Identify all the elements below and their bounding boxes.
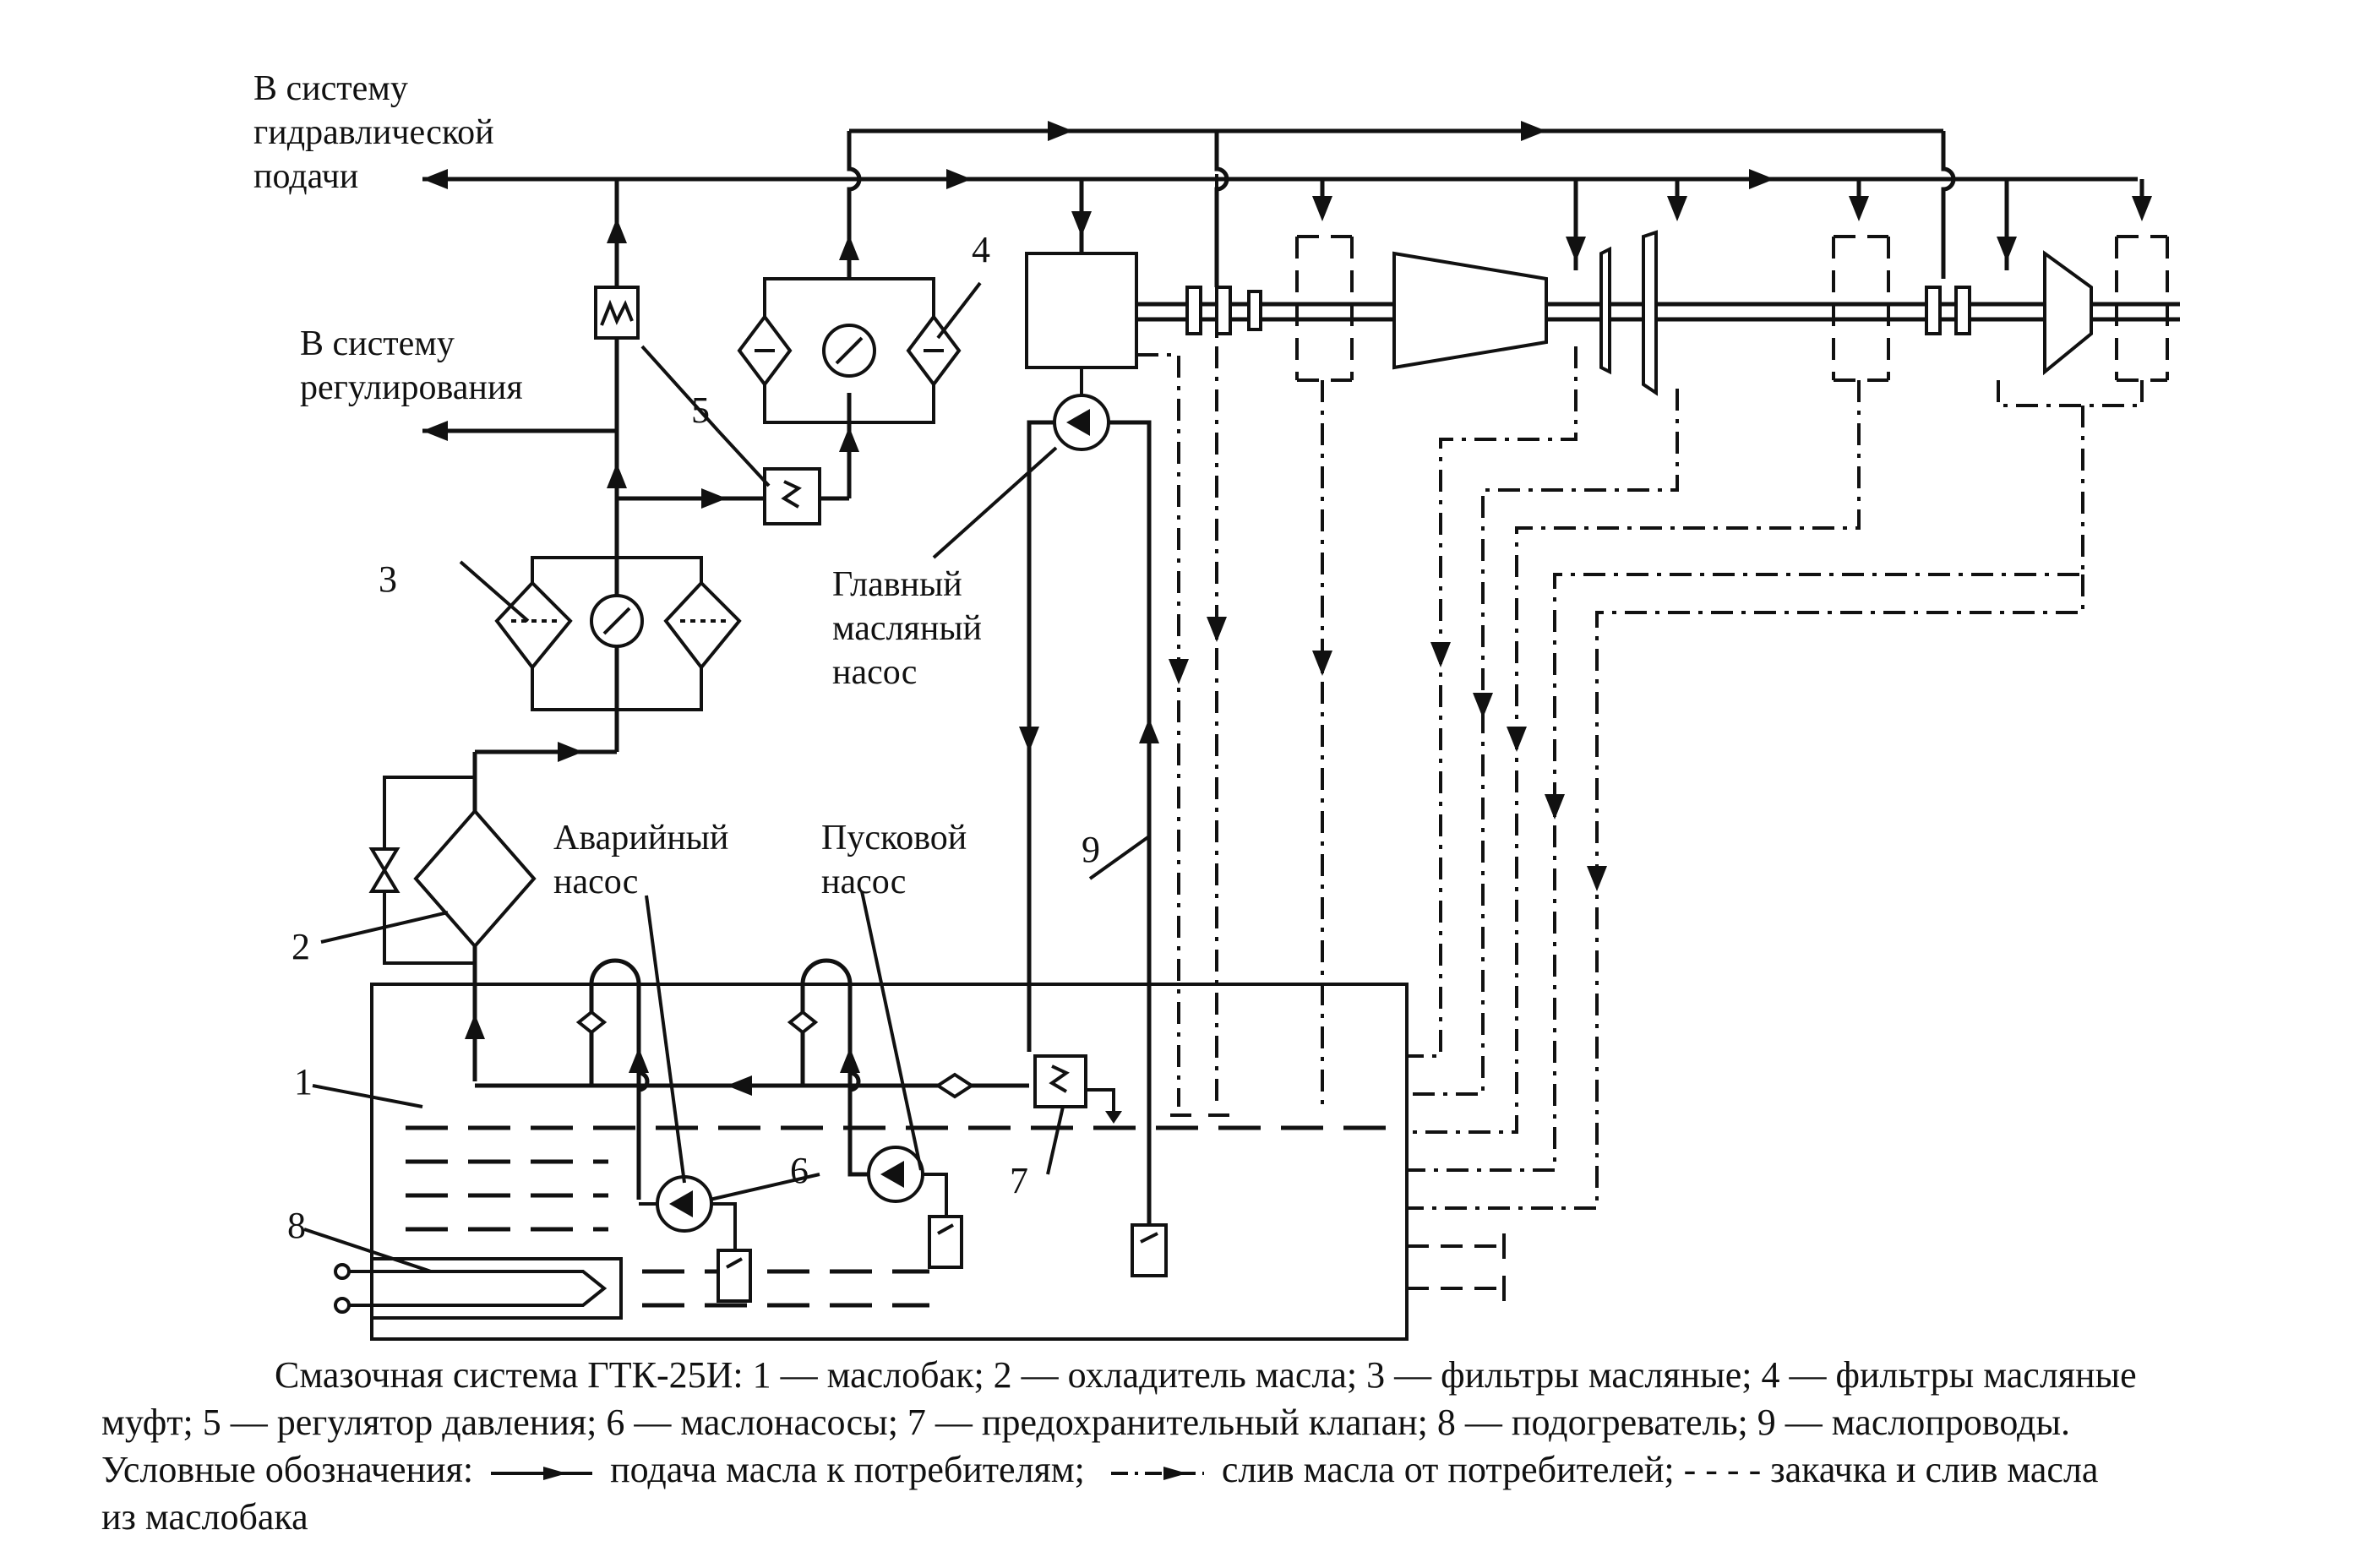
caption-legend: Условные обозначения: подача масла к пот…: [101, 1446, 2332, 1494]
label-start-pump-2: насос: [821, 863, 906, 901]
label-main-pump-2: масляный: [832, 609, 982, 648]
label-regulation-1: В систему: [300, 324, 455, 363]
legend-drain: слив масла от потребителей;: [1221, 1449, 1675, 1490]
label-main-pump-3: насос: [832, 653, 917, 692]
left-trunk: [422, 179, 765, 752]
callout-4: 4: [972, 229, 990, 270]
oil-tank-1: [334, 958, 1409, 1341]
coupling-filters-4: [737, 235, 962, 424]
oil-cooler-2: [368, 742, 617, 1081]
label-main-pump-1: Главный: [832, 565, 962, 604]
caption-line-4: из маслобака: [101, 1496, 308, 1538]
pressure-regulator-lower: [763, 393, 859, 525]
callout-8: 8: [287, 1205, 306, 1246]
legend-supply-symbol: [491, 1466, 593, 1480]
legend-fill-symbol: - - - -: [1683, 1449, 1762, 1490]
label-start-pump-1: Пусковой: [821, 819, 967, 858]
caption-line-1: Смазочная система ГТК-25И: 1 — маслобак;…: [275, 1354, 2137, 1396]
legend-prefix: Условные обозначения:: [101, 1449, 474, 1490]
callout-3: 3: [379, 558, 397, 600]
callout-1: 1: [294, 1061, 313, 1102]
supply-header: [422, 121, 2138, 287]
label-emergency-pump-2: насос: [553, 863, 638, 901]
legend-drain-symbol: [1110, 1466, 1204, 1480]
main-oil-pump: [1019, 179, 1159, 1225]
drain-lines: [1136, 131, 2144, 1301]
callout-leaders: [303, 281, 1151, 1273]
lubrication-schematic: В систему гидравлической подачи В систем…: [253, 69, 2180, 1341]
pressure-regulator-upper: [594, 286, 640, 340]
text-labels: В систему гидравлической подачи В систем…: [253, 69, 1100, 1246]
caption-line-2: муфт; 5 — регулятор давления; 6 — маслон…: [101, 1402, 2071, 1443]
figure-caption: Смазочная система ГТК-25И: 1 — маслобак;…: [101, 1352, 2332, 1541]
label-hydraulic-1: В систему: [253, 69, 408, 108]
oil-filters-3: [494, 556, 742, 711]
label-emergency-pump-1: Аварийный: [553, 819, 728, 858]
legend-fill: закачка и слив масла: [1770, 1449, 2099, 1490]
callout-6: 6: [790, 1150, 809, 1191]
legend-supply: подача масла к потребителям;: [610, 1449, 1085, 1490]
label-hydraulic-3: подачи: [253, 157, 358, 196]
callout-2: 2: [292, 926, 310, 967]
callout-9: 9: [1082, 829, 1100, 870]
label-regulation-2: регулирования: [300, 368, 523, 407]
callout-7: 7: [1010, 1160, 1028, 1201]
callout-5: 5: [691, 389, 710, 431]
shaft-train: [1136, 179, 2180, 396]
label-hydraulic-2: гидравлической: [253, 113, 494, 152]
